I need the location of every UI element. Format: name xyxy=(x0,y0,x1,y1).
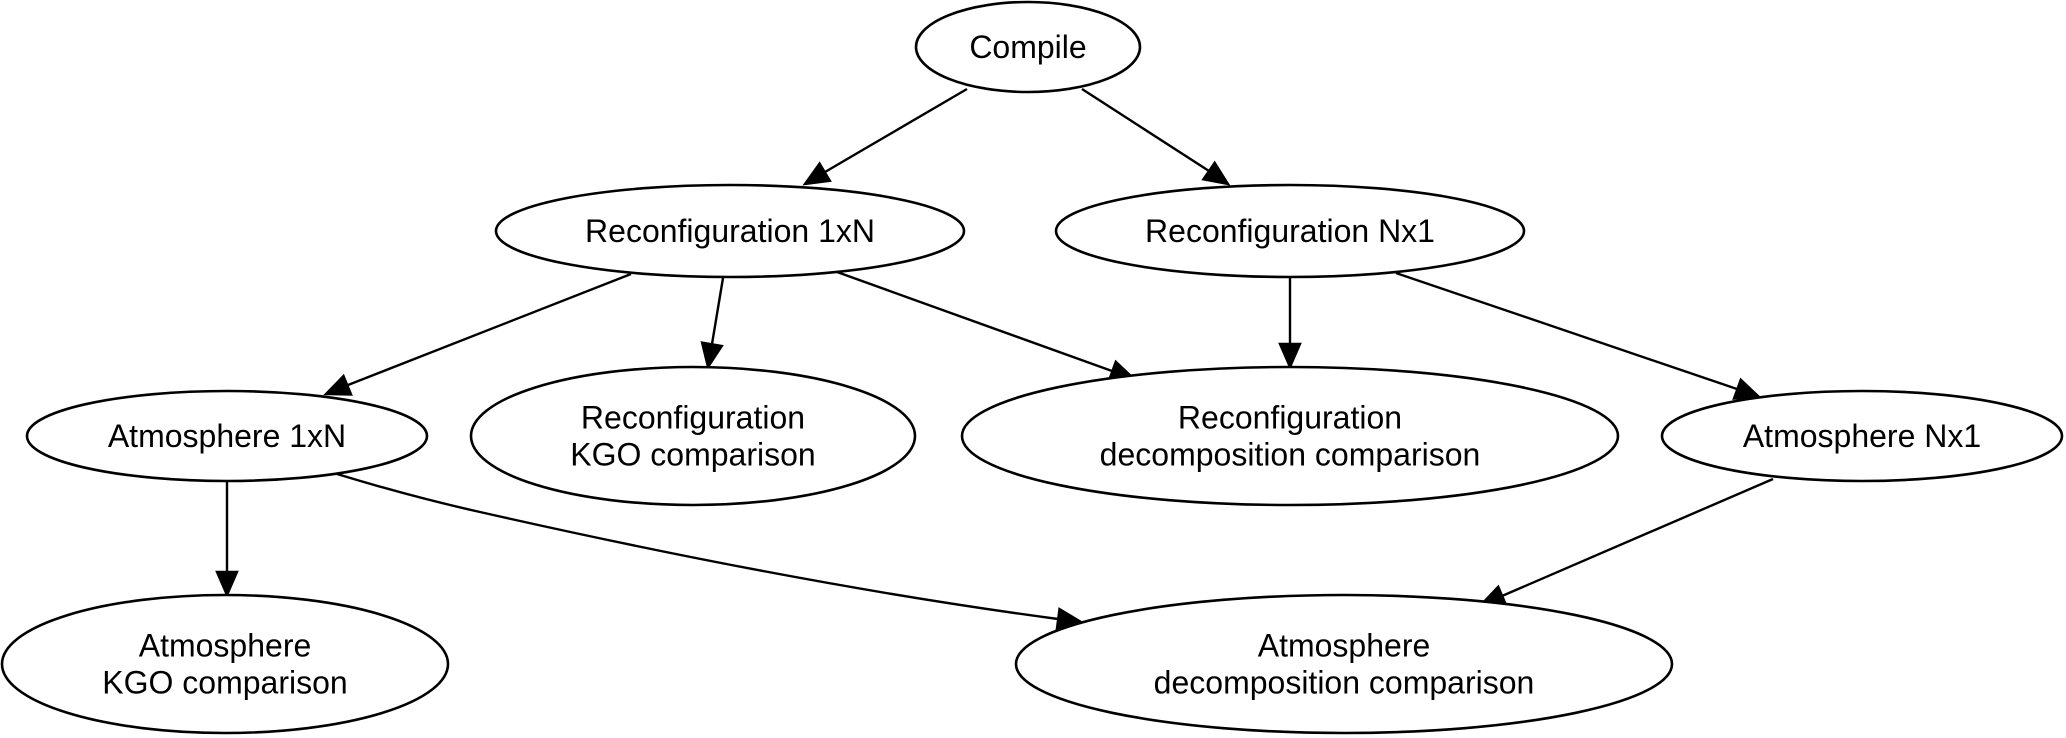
node-shape xyxy=(1054,183,1526,279)
edge-line xyxy=(1501,477,1774,598)
node-label: Atmosphere xyxy=(1258,628,1431,664)
node-shape xyxy=(494,183,966,279)
arrowhead-icon xyxy=(1732,377,1762,400)
node-shape xyxy=(1014,593,1674,735)
node-label: Atmosphere 1xN xyxy=(108,418,346,454)
edge-line xyxy=(1081,87,1210,173)
node-shape xyxy=(469,365,917,507)
arrowhead-icon xyxy=(802,161,832,186)
node-label: Compile xyxy=(969,29,1086,65)
arrowhead-icon xyxy=(215,570,239,599)
edge-compile-to-reconf-1xn xyxy=(802,87,968,186)
arrowhead-icon xyxy=(700,341,724,370)
node-atmos-nx1: Atmosphere Nx1 xyxy=(1660,389,2064,483)
node-compile: Compile xyxy=(914,0,1142,94)
node-label: KGO comparison xyxy=(102,665,347,701)
edge-reconf-1xn-to-atmos-1xn xyxy=(323,272,632,396)
arrowhead-icon xyxy=(323,373,353,396)
edge-atmos-1xn-to-atmos-kgo xyxy=(215,482,239,599)
node-shape xyxy=(960,365,1620,507)
edge-reconf-1xn-to-reconf-decomp xyxy=(836,270,1137,382)
edge-reconf-nx1-to-reconf-decomp xyxy=(1278,277,1302,371)
node-reconf-1xn: Reconfiguration 1xN xyxy=(494,183,966,279)
arrowhead-icon xyxy=(1201,160,1231,186)
node-label: decomposition comparison xyxy=(1154,665,1535,701)
edge-line xyxy=(710,277,725,345)
node-atmos-1xn: Atmosphere 1xN xyxy=(25,389,429,483)
node-label: Reconfiguration xyxy=(1178,400,1402,436)
edge-line xyxy=(836,270,1113,373)
edge-line xyxy=(824,87,968,174)
edges-layer xyxy=(215,87,1774,631)
edge-atmos-nx1-to-atmos-decomp xyxy=(1478,477,1774,607)
edge-line xyxy=(336,472,1059,621)
arrowhead-icon xyxy=(1278,342,1302,371)
node-label: Reconfiguration xyxy=(581,400,805,436)
node-shape xyxy=(914,0,1142,94)
edge-reconf-1xn-to-reconf-kgo xyxy=(700,277,725,370)
node-shape xyxy=(1660,389,2064,483)
edge-line xyxy=(347,272,632,387)
node-reconf-nx1: Reconfiguration Nx1 xyxy=(1054,183,1526,279)
node-label: Atmosphere xyxy=(139,628,312,664)
edge-line xyxy=(1395,271,1738,391)
node-shape xyxy=(25,389,429,483)
node-label: KGO comparison xyxy=(570,437,815,473)
node-shape xyxy=(0,593,450,735)
node-label: Reconfiguration 1xN xyxy=(585,213,875,249)
edge-reconf-nx1-to-atmos-nx1 xyxy=(1395,271,1762,400)
node-label: decomposition comparison xyxy=(1100,437,1481,473)
node-label: Atmosphere Nx1 xyxy=(1743,418,1981,454)
edge-compile-to-reconf-nx1 xyxy=(1081,87,1231,186)
node-label: Reconfiguration Nx1 xyxy=(1145,213,1435,249)
